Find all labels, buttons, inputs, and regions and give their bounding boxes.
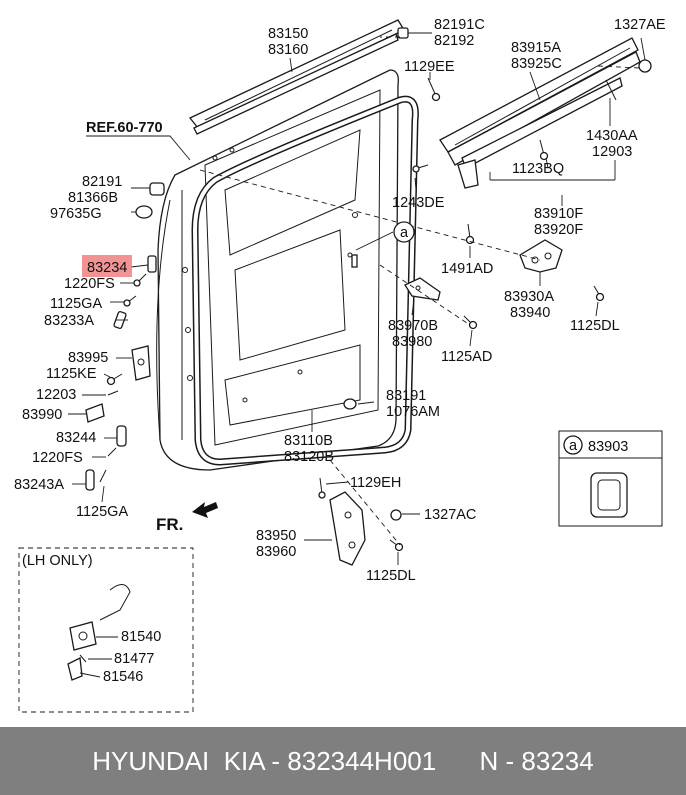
center-rail xyxy=(439,37,641,189)
front-label: FR. xyxy=(156,515,183,534)
label-83925C: 83925C xyxy=(511,56,562,72)
label-82191: 82191 xyxy=(82,174,122,190)
bolt-1125AD xyxy=(463,315,478,330)
label-83950: 83950 xyxy=(256,528,296,544)
label-81477: 81477 xyxy=(114,651,154,667)
guide-83244 xyxy=(116,425,127,447)
footer-text: HYUNDAI KIA - 832344H001 N - 83234 xyxy=(92,745,594,776)
label-1125DL-upper: 1125DL xyxy=(570,318,620,334)
assembly-lines xyxy=(199,36,641,546)
label-83990: 83990 xyxy=(22,407,62,423)
footer-bar: HYUNDAI KIA - 832344H001 N - 83234 xyxy=(0,727,686,795)
label-83930A: 83930A xyxy=(504,289,554,305)
label-83234: 83234 xyxy=(87,260,127,276)
label-81540: 81540 xyxy=(121,629,161,645)
bolt-1123BQ xyxy=(539,139,549,161)
lower-roller-arm xyxy=(329,491,366,566)
label-83970B: 83970B xyxy=(388,318,438,334)
label-83910F: 83910F xyxy=(534,206,583,222)
label-83191: 83191 xyxy=(386,388,426,404)
label-81366B: 81366B xyxy=(68,190,118,206)
plate-83995 xyxy=(131,345,151,381)
label-82191C: 82191C xyxy=(434,17,485,33)
label-1327AC: 1327AC xyxy=(424,507,476,523)
label-83980: 83980 xyxy=(392,334,432,350)
upper-rail-weatherstrip xyxy=(188,19,405,135)
inset-83903: a 83903 xyxy=(558,430,663,527)
cap-83191 xyxy=(343,398,357,410)
label-1220FS-upper: 1220FS xyxy=(64,276,115,292)
door-panel xyxy=(156,69,399,471)
label-1123BQ: 1123BQ xyxy=(512,161,564,177)
label-83160: 83160 xyxy=(268,42,308,58)
bolt-1129EH xyxy=(318,477,326,499)
callout-a: a xyxy=(393,221,415,243)
label-81546: 81546 xyxy=(103,669,143,685)
label-1125GA-upper: 1125GA xyxy=(50,296,102,312)
bolt-1243DE xyxy=(412,164,429,173)
label-83233A: 83233A xyxy=(44,313,94,329)
cap-97635G xyxy=(135,205,153,219)
nut-1327AC xyxy=(390,509,402,521)
plate-83990 xyxy=(85,403,105,423)
label-83920F: 83920F xyxy=(534,222,583,238)
bolt-1491AD xyxy=(465,223,475,245)
part-83234 xyxy=(147,255,157,273)
label-97635G: 97635G xyxy=(50,206,102,222)
screw-1220FS-upper xyxy=(133,273,147,287)
label-1125GA-lower: 1125GA xyxy=(76,504,128,520)
screw-1125GA-upper xyxy=(123,295,137,307)
highlight-83234 xyxy=(82,255,132,277)
label-1129EH: 1129EH xyxy=(350,475,401,491)
bolt-1129EE xyxy=(427,77,441,102)
label-82192: 82192 xyxy=(434,33,474,49)
screw-12203 xyxy=(107,390,119,396)
bolt-1430AA xyxy=(605,79,617,101)
label-1491AD: 1491AD xyxy=(441,261,493,277)
bolt-1327AE xyxy=(638,59,652,73)
bolt-1125KE xyxy=(106,373,123,386)
label-83940: 83940 xyxy=(510,305,550,321)
label-ref: REF.60-770 xyxy=(86,120,163,136)
front-arrow: FR. xyxy=(156,502,218,534)
callout-a-label: a xyxy=(400,225,409,241)
label-83903: 83903 xyxy=(588,439,628,455)
label-1076AM: 1076AM xyxy=(386,404,440,420)
label-1430AA: 1430AA xyxy=(586,128,638,144)
label-12903: 12903 xyxy=(592,144,632,160)
screw-1125GA-lower xyxy=(99,469,107,483)
part-labels: 83150 83160 82191C 82192 1327AE 83915A 8… xyxy=(14,17,666,685)
bolt-1125DL-upper xyxy=(593,285,605,302)
label-1125KE: 1125KE xyxy=(46,366,97,382)
parts-diagram: a FR. a 83903 (LH ONLY) 83150 83160 8219… xyxy=(14,17,666,713)
label-1327AE: 1327AE xyxy=(614,17,666,33)
label-1129EE: 1129EE xyxy=(404,59,455,75)
label-83995: 83995 xyxy=(68,350,108,366)
label-83150: 83150 xyxy=(268,26,308,42)
stopper-82191 xyxy=(149,182,165,196)
label-1243DE: 1243DE xyxy=(392,195,445,211)
inset-a-label: a xyxy=(569,438,578,454)
label-1125AD: 1125AD xyxy=(441,349,492,365)
lh-only-inset: (LH ONLY) xyxy=(18,547,194,713)
label-83110B: 83110B xyxy=(284,433,333,449)
lh-only-label: (LH ONLY) xyxy=(22,553,93,569)
leader-lines xyxy=(68,32,646,565)
bolt-82191C xyxy=(397,27,409,39)
label-1125DL-lower: 1125DL xyxy=(366,568,416,584)
label-12203: 12203 xyxy=(36,387,76,403)
door-weatherstrip xyxy=(191,95,419,466)
bolt-1125DL-lower xyxy=(389,539,404,552)
center-hinge xyxy=(519,239,563,273)
guide-83243A xyxy=(85,469,95,491)
label-83243A: 83243A xyxy=(14,477,64,493)
label-83120B: 83120B xyxy=(284,449,334,465)
label-83915A: 83915A xyxy=(511,40,561,56)
label-1220FS-lower: 1220FS xyxy=(32,450,83,466)
screw-1220FS-lower xyxy=(107,447,117,457)
label-83960: 83960 xyxy=(256,544,296,560)
label-83244: 83244 xyxy=(56,430,96,446)
